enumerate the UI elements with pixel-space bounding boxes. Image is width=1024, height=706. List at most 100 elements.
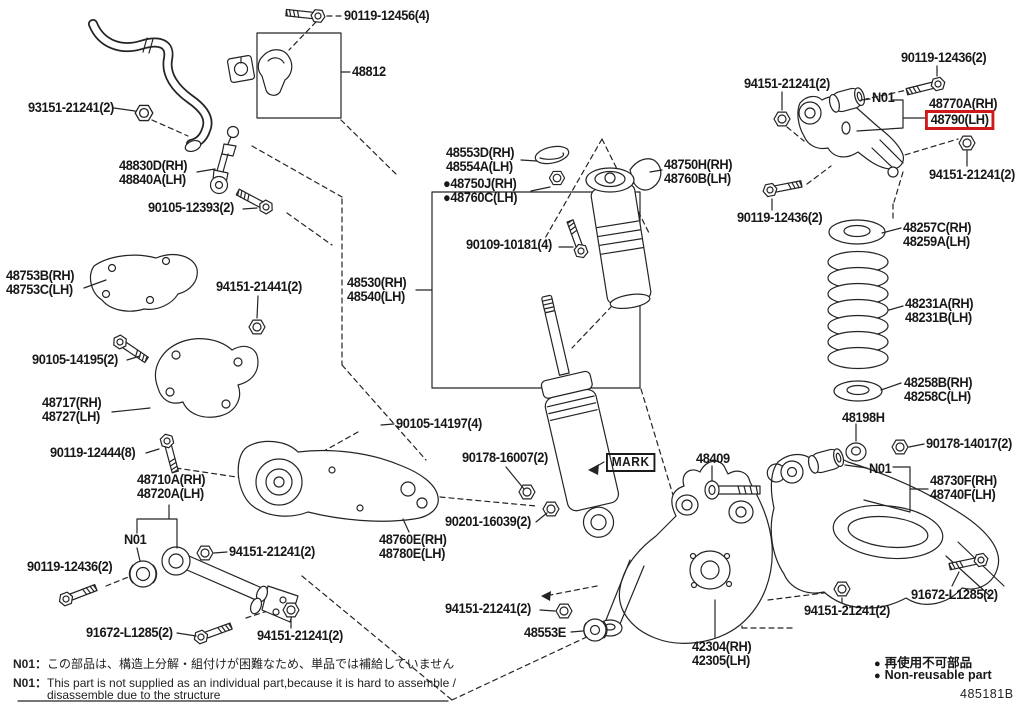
part-label-48812-line: 48812	[352, 64, 386, 79]
part-label-94151-21241-lower-arm-line: 94151-21241(2)	[804, 603, 890, 618]
legend-non-reusable-jp: ●再使用不可部品	[874, 652, 972, 671]
part-label-48530-48540-line: 48530(RH)	[347, 275, 407, 290]
part-label-48812[interactable]: 48812	[352, 65, 386, 79]
part-label-48553d-48554a-line: 48554A(LH)	[446, 159, 513, 174]
part-label-48553d-48554a[interactable]: 48553D(RH)48554A(LH)	[446, 146, 515, 174]
part-label-48258b-48258c[interactable]: 48258B(RH)48258C(LH)	[904, 375, 973, 404]
part-label-48760e-48780e[interactable]: 48760E(RH)48780E(LH)	[379, 532, 447, 561]
part-label-94151-21241-upper-arm[interactable]: 94151-21241(2)	[929, 168, 1015, 182]
part-label-48760e-48780e-line: 48780E(LH)	[379, 546, 446, 561]
part-label-48750h-48760b[interactable]: 48750H(RH)48760B(LH)	[664, 157, 733, 186]
part-label-90119-12444[interactable]: 90119-12444(8)	[50, 446, 136, 460]
bolt-48409	[704, 480, 761, 500]
part-label-90201-16039-line: 90201-16039(2)	[445, 514, 531, 529]
part-label-90119-12436-left[interactable]: 90119-12436(2)	[27, 559, 113, 574]
part-label-48258b-48258c-line: 48258C(LH)	[904, 389, 971, 404]
part-label-94151-21241-rod-lower[interactable]: 94151-21241(2)	[257, 629, 343, 643]
part-label-48790-highlighted[interactable]: 48790(LH)	[925, 110, 995, 130]
knuckle-42304	[597, 460, 784, 644]
part-label-93151-21241[interactable]: 93151-21241(2)	[28, 101, 114, 115]
part-label-48258b-48258c-line: 48258B(RH)	[904, 375, 973, 390]
part-label-48257c-48259a[interactable]: 48257C(RH)48259A(LH)	[903, 220, 972, 249]
part-label-90105-14197[interactable]: 90105-14197(4)	[396, 417, 482, 431]
mark-label[interactable]: MARK	[606, 453, 656, 472]
part-label-48530-48540-line: 48540(LH)	[347, 289, 405, 304]
part-label-90105-12393[interactable]: 90105-12393(2)	[148, 201, 234, 215]
part-label-94151-21241-top[interactable]: 94151-21241(2)	[744, 77, 830, 91]
part-label-90119-12456[interactable]: 90119-12456(4)	[344, 8, 430, 23]
part-label-48750h-48760b-line: 48750H(RH)	[664, 157, 733, 172]
part-label-48790-highlighted-line: 48790(LH)	[930, 112, 989, 127]
n01-label-left[interactable]: N01	[124, 533, 147, 547]
shock-absorber-48530	[540, 294, 620, 538]
diagram-code: 485181B	[960, 687, 1014, 701]
part-label-48231a-48231b[interactable]: 48231A(RH)48231B(LH)	[905, 297, 974, 325]
stabilizer-bushing-bracket	[226, 49, 293, 96]
footnote-jp-prefix: N01：	[13, 657, 48, 671]
trailing-arm-48760e	[237, 440, 439, 522]
part-label-94151-21241-top-line: 94151-21241(2)	[744, 76, 830, 91]
part-label-48710a-48720a[interactable]: 48710A(RH)48720A(LH)	[137, 473, 206, 501]
part-label-48770a-line: 48770A(RH)	[929, 96, 998, 111]
part-label-48760e-48780e-line: 48760E(RH)	[379, 532, 447, 547]
part-label-48409-line: 48409	[696, 451, 730, 466]
part-label-94151-21241-rod-lower-line: 94151-21241(2)	[257, 628, 343, 643]
part-label-48409[interactable]: 48409	[696, 452, 730, 466]
part-label-94151-21241-upper-arm-line: 94151-21241(2)	[929, 167, 1015, 182]
n01-label-bottom[interactable]: N01	[869, 462, 892, 476]
part-label-48553e[interactable]: 48553E	[524, 626, 566, 640]
part-label-48750h-48760b-line: 48760B(LH)	[664, 171, 731, 186]
part-label-90109-10181-line: 90109-10181(4)	[466, 237, 552, 252]
part-label-90178-14017[interactable]: 90178-14017(2)	[926, 437, 1012, 451]
part-label-90105-14197-line: 90105-14197(4)	[396, 416, 482, 431]
part-label-42304-42305[interactable]: 42304(RH)42305(LH)	[692, 639, 752, 668]
part-label-48750j-48760c[interactable]: ●48750J(RH)●48760C(LH)	[443, 177, 518, 205]
part-label-48198h[interactable]: 48198H	[842, 411, 885, 425]
part-label-94151-21441[interactable]: 94151-21441(2)	[216, 280, 302, 294]
footnote-en-text2: disassemble due to the structure	[47, 688, 221, 702]
part-label-90119-12436-left-line: 90119-12436(2)	[27, 559, 113, 574]
part-label-48530-48540[interactable]: 48530(RH)48540(LH)	[347, 275, 407, 304]
part-label-48770a[interactable]: 48770A(RH)	[929, 96, 998, 111]
part-label-42304-42305-line: 42304(RH)	[692, 639, 752, 654]
spring-seat-48198h	[845, 442, 867, 462]
part-label-94151-21241-rod-upper-line: 94151-21241(2)	[229, 544, 315, 559]
leader-lines	[17, 65, 968, 702]
part-label-90178-16007[interactable]: 90178-16007(2)	[462, 451, 548, 465]
part-label-48231a-48231b-line: 48231B(LH)	[905, 310, 972, 325]
part-label-90119-12436-topright[interactable]: 90119-12436(2)	[901, 51, 987, 65]
part-label-48753b-48753c[interactable]: 48753B(RH)48753C(LH)	[6, 268, 75, 297]
part-label-48753b-48753c-line: 48753B(RH)	[6, 268, 75, 283]
cover-48753	[89, 254, 198, 312]
part-label-48553e-line: 48553E	[524, 625, 566, 640]
part-label-48257c-48259a-line: 48257C(RH)	[903, 220, 972, 235]
part-label-48830d-48840a-line: 48830D(RH)	[119, 158, 188, 173]
coil-spring-48231	[827, 250, 889, 370]
support-48750h	[534, 145, 662, 310]
part-label-91672-l1285-right[interactable]: 91672-L1285(2)	[911, 588, 998, 602]
part-label-48717-48727[interactable]: 48717(RH)48727(LH)	[42, 396, 102, 424]
part-label-90119-12436-center-line: 90119-12436(2)	[737, 210, 823, 225]
part-label-91672-l1285-left[interactable]: 91672-L1285(2)	[86, 626, 173, 640]
part-label-94151-21241-knuckle[interactable]: 94151-21241(2)	[445, 602, 531, 616]
part-label-42304-42305-line: 42305(LH)	[692, 653, 750, 668]
part-label-48730f-48740f[interactable]: 48730F(RH)48740F(LH)	[930, 474, 997, 502]
non-reusable-dot-icon: ●	[874, 658, 881, 670]
footnote-en-line2: disassemble due to the structure	[47, 688, 220, 702]
part-label-48710a-48720a-line: 48720A(LH)	[137, 486, 204, 501]
part-label-90109-10181[interactable]: 90109-10181(4)	[466, 238, 552, 252]
part-label-94151-21241-lower-arm[interactable]: 94151-21241(2)	[804, 604, 890, 618]
part-label-90119-12456-line: 90119-12456(4)	[344, 8, 430, 23]
part-label-90201-16039[interactable]: 90201-16039(2)	[445, 515, 531, 529]
part-label-91672-l1285-right-line: 91672-L1285(2)	[911, 587, 998, 602]
part-label-94151-21241-rod-upper[interactable]: 94151-21241(2)	[229, 545, 315, 559]
part-label-90105-14195-line: 90105-14195(2)	[32, 352, 118, 367]
part-label-48830d-48840a[interactable]: 48830D(RH)48840A(LH)	[119, 158, 188, 187]
n01-label-top[interactable]: N01	[872, 90, 895, 105]
part-label-90105-14195[interactable]: 90105-14195(2)	[32, 353, 118, 367]
part-label-90119-12436-center[interactable]: 90119-12436(2)	[737, 210, 823, 225]
footnote-jp: N01：この部品は、構造上分解・組付けが困難なため、単品では補給していません	[13, 655, 454, 672]
bracket-48717	[154, 338, 259, 418]
n01-label-top-line: N01	[872, 90, 895, 105]
